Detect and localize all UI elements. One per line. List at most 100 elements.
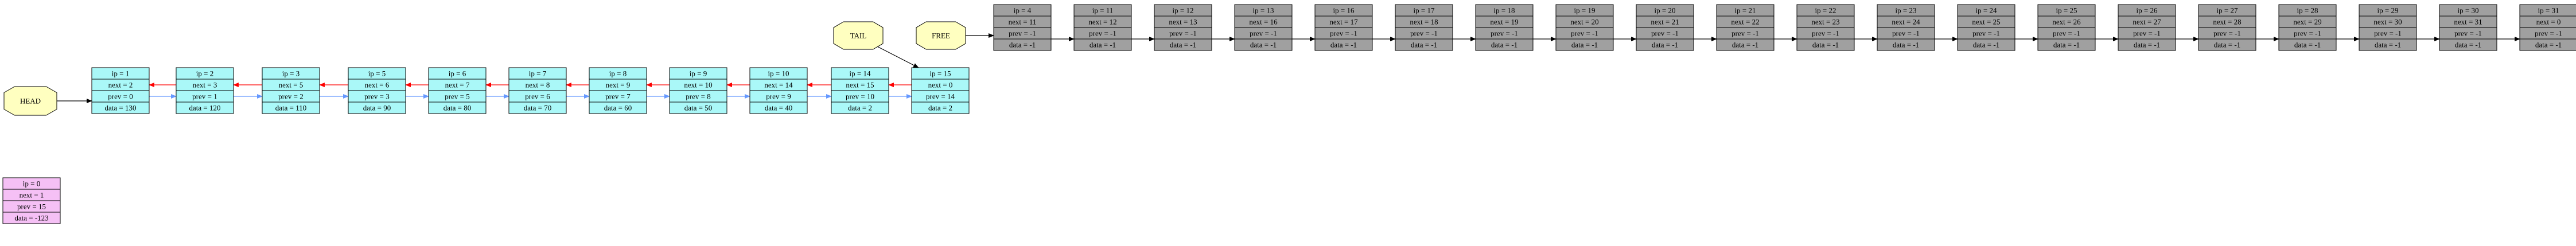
active-node-9-data-label: data = 2 bbox=[848, 104, 872, 112]
free-node-13-data-label: data = -1 bbox=[2053, 41, 2080, 49]
free-node-8-data-label: data = -1 bbox=[1652, 41, 1678, 49]
sentinel-node: ip = 0 next = 1 prev = 15 data = -123 bbox=[2, 177, 61, 224]
active-node-0-next-label: next = 2 bbox=[108, 81, 133, 89]
free-node-18-data-cell bbox=[2439, 38, 2497, 51]
active-node-9-prev-label: prev = 10 bbox=[846, 92, 874, 101]
active-node-6-next-label: next = 9 bbox=[606, 81, 631, 89]
active-node-3-next-label: next = 6 bbox=[365, 81, 390, 89]
active-node-2-ip-label: ip = 3 bbox=[282, 69, 299, 78]
tail-edge bbox=[875, 45, 919, 68]
free-node-19-next-label: next = 0 bbox=[2536, 18, 2561, 26]
free-node-5-ip-label: ip = 17 bbox=[1414, 6, 1435, 15]
edges-layer bbox=[57, 33, 2520, 103]
free-node-6-prev-label: prev = -1 bbox=[1491, 29, 1518, 38]
free-node-11-data-cell bbox=[1877, 38, 1935, 51]
free-node-2-data-cell bbox=[1154, 38, 1212, 51]
active-node-6-data-label: data = 60 bbox=[604, 104, 632, 112]
active-node-6-ip-label: ip = 8 bbox=[609, 69, 627, 78]
active-node-7-ip-label: ip = 9 bbox=[690, 69, 707, 78]
free-node-0-prev-label: prev = -1 bbox=[1009, 29, 1036, 38]
free-node-3-ip-label: ip = 13 bbox=[1253, 6, 1274, 15]
free-node-3-data-label: data = -1 bbox=[1250, 41, 1277, 49]
active-node-2-next-label: next = 5 bbox=[279, 81, 303, 89]
free-node-0-data-label: data = -1 bbox=[1009, 41, 1036, 49]
free-node-14-prev-label: prev = -1 bbox=[2133, 29, 2161, 38]
sentinel-node-ip-label: ip = 0 bbox=[23, 179, 40, 188]
active-node-9-data-cell bbox=[831, 101, 889, 114]
active-node-10-ip-label: ip = 15 bbox=[930, 69, 951, 78]
sentinel-node-data-label: data = -123 bbox=[14, 214, 48, 222]
free-node-6-ip-label: ip = 18 bbox=[1494, 6, 1515, 15]
free-node-1-next-label: next = 12 bbox=[1088, 18, 1116, 26]
free-node-13-prev-label: prev = -1 bbox=[2053, 29, 2080, 38]
free-node-4-prev-label: prev = -1 bbox=[1330, 29, 1357, 38]
free-node-7-data-cell bbox=[1555, 38, 1614, 51]
tail-pointer-shape bbox=[833, 21, 884, 50]
active-node-3-prev-label: prev = 3 bbox=[364, 92, 389, 101]
free-node-19-prev-label: prev = -1 bbox=[2535, 29, 2562, 38]
active-node-6-data-cell bbox=[589, 101, 647, 114]
free-node-14-ip-label: ip = 26 bbox=[2137, 6, 2158, 15]
active-node-0-prev-label: prev = 0 bbox=[108, 92, 133, 101]
free-node-9-data-label: data = -1 bbox=[1732, 41, 1758, 49]
active-node-5-ip-label: ip = 7 bbox=[529, 69, 547, 78]
free-node-9-data-cell bbox=[1716, 38, 1775, 51]
free-node-5-data-cell bbox=[1395, 38, 1453, 51]
free-node-13-data-cell bbox=[2037, 38, 2096, 51]
free-node-10-ip-label: ip = 22 bbox=[1815, 6, 1836, 15]
sentinel-node-prev-label: prev = 15 bbox=[17, 202, 46, 211]
free-node-14-next-label: next = 27 bbox=[2133, 18, 2161, 26]
free-node-9-next-label: next = 22 bbox=[1731, 18, 1759, 26]
active-node-5-data-cell bbox=[508, 101, 567, 114]
active-node-5-data-label: data = 70 bbox=[524, 104, 551, 112]
sentinel-node-next-label: next = 1 bbox=[20, 191, 44, 200]
active-node-2-data-cell bbox=[262, 101, 320, 114]
tail-pointer: TAIL bbox=[833, 21, 884, 50]
free-node-3-prev-label: prev = -1 bbox=[1250, 29, 1277, 38]
free-node-15-next-label: next = 28 bbox=[2213, 18, 2241, 26]
free-node-5-prev-label: prev = -1 bbox=[1410, 29, 1438, 38]
active-node-6-prev-label: prev = 7 bbox=[605, 92, 631, 101]
free-node-2-next-label: next = 13 bbox=[1169, 18, 1197, 26]
free-node-8-ip-label: ip = 20 bbox=[1655, 6, 1676, 15]
free-node-11-prev-label: prev = -1 bbox=[1892, 29, 1920, 38]
free-node-13-ip-label: ip = 25 bbox=[2056, 6, 2077, 15]
free-node-18-next-label: next = 31 bbox=[2454, 18, 2482, 26]
free-node-17-data-label: data = -1 bbox=[2375, 41, 2401, 49]
free-node-8-prev-label: prev = -1 bbox=[1651, 29, 1679, 38]
free-node-12-data-cell bbox=[1957, 38, 2015, 51]
free-node-7-ip-label: ip = 19 bbox=[1574, 6, 1596, 15]
free-node-16-prev-label: prev = -1 bbox=[2294, 29, 2321, 38]
free-node-2-data-label: data = -1 bbox=[1170, 41, 1196, 49]
free-node-1-data-label: data = -1 bbox=[1089, 41, 1116, 49]
free-node-16-data-cell bbox=[2278, 38, 2337, 51]
active-node-10-data-cell bbox=[911, 101, 970, 114]
active-node-1-data-cell bbox=[176, 101, 234, 114]
free-node-14-data-cell bbox=[2118, 38, 2176, 51]
active-node-4-prev-label: prev = 5 bbox=[445, 92, 469, 101]
free-node-16-next-label: next = 29 bbox=[2293, 18, 2321, 26]
free-node-1-ip-label: ip = 11 bbox=[1092, 6, 1113, 15]
active-node-0-data-label: data = 130 bbox=[105, 104, 137, 112]
free-node-10-next-label: next = 23 bbox=[1811, 18, 1839, 26]
free-node-5-next-label: next = 18 bbox=[1410, 18, 1438, 26]
free-node-4-data-cell bbox=[1314, 38, 1373, 51]
free-node-6-data-cell bbox=[1475, 38, 1534, 51]
active-node-10-next-label: next = 0 bbox=[928, 81, 953, 89]
